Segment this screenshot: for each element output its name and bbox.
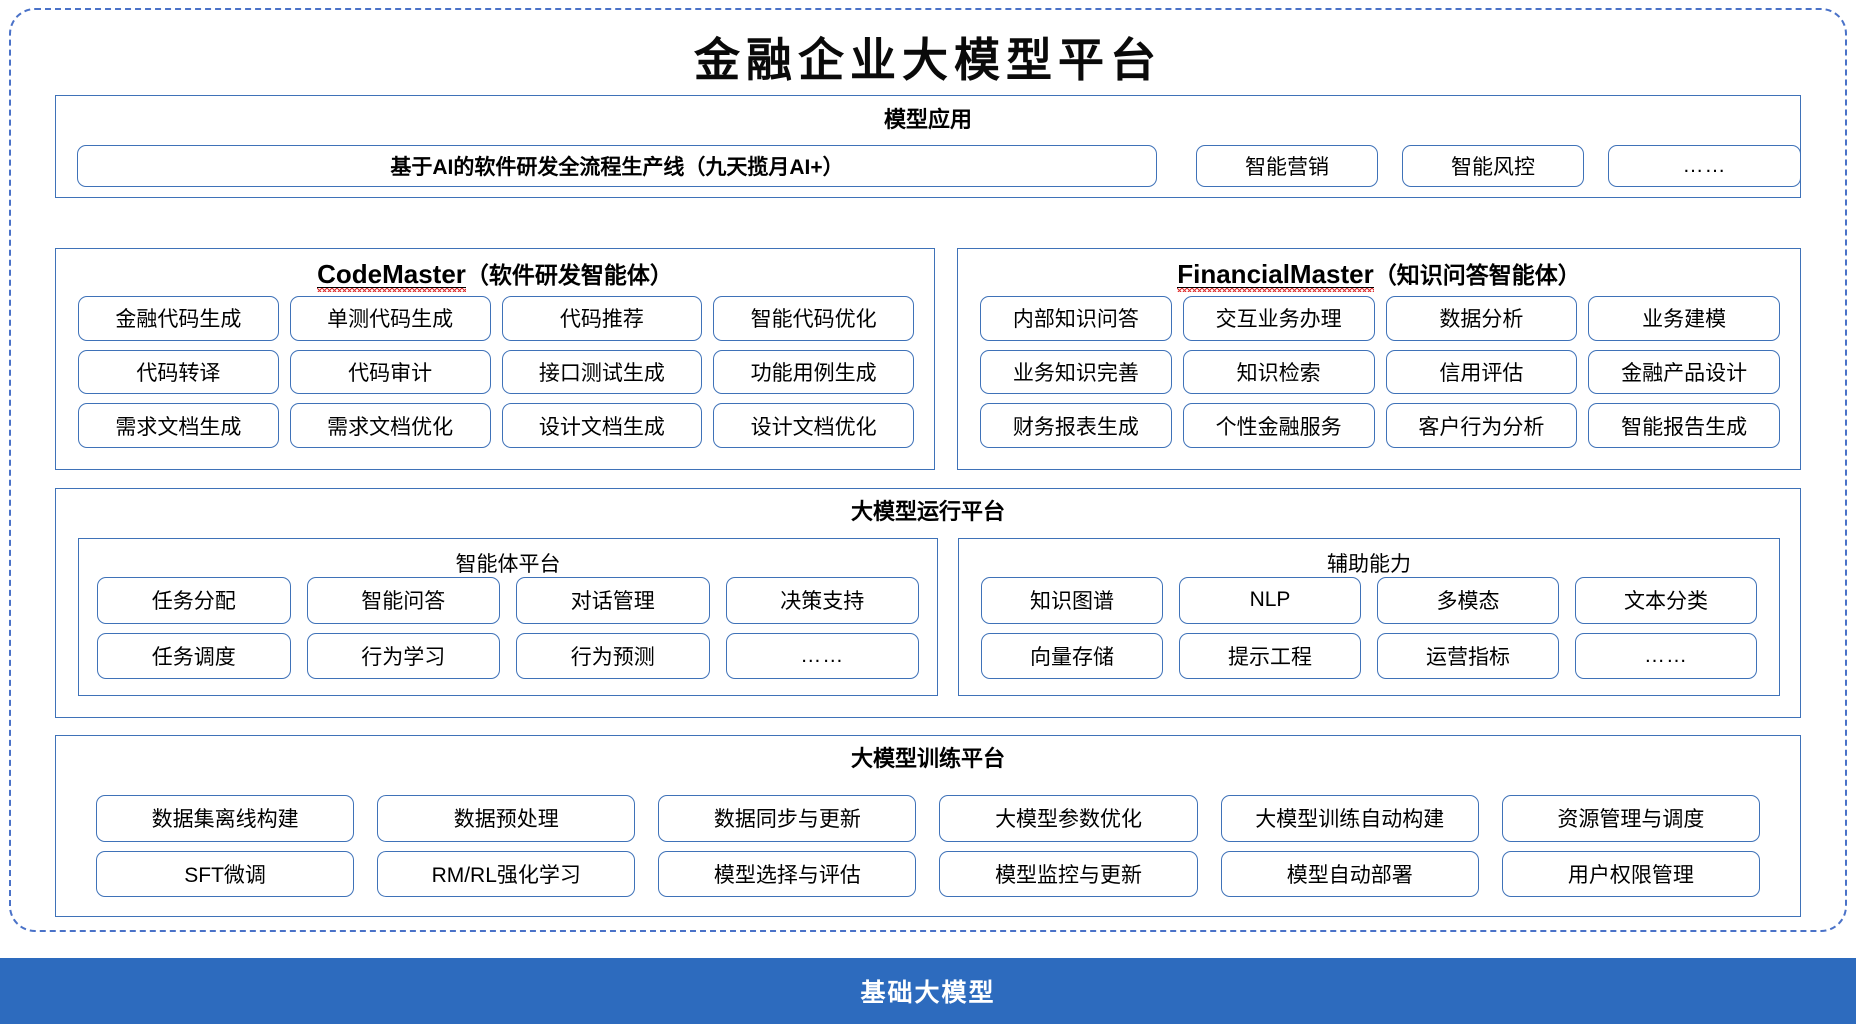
assist-capability-item-4[interactable]: 向量存储 xyxy=(981,632,1163,679)
financial-master-item-8[interactable]: 财务报表生成 xyxy=(980,403,1172,448)
subpanel-assist-capability-title: 辅助能力 xyxy=(1327,553,1411,576)
code-master-item-6[interactable]: 接口测试生成 xyxy=(501,349,703,395)
agent-platform-item-3[interactable]: 决策支持 xyxy=(725,577,919,624)
financial-master-item-6[interactable]: 信用评估 xyxy=(1385,349,1578,395)
code-master-item-5[interactable]: 代码审计 xyxy=(289,349,491,395)
financial-master-name: FinancialMaster xyxy=(1177,259,1374,292)
financial-master-item-5[interactable]: 知识检索 xyxy=(1182,349,1375,395)
code-master-item-4[interactable]: 代码转译 xyxy=(78,349,279,395)
assist-capability-item-1[interactable]: NLP xyxy=(1179,577,1361,624)
code-master-suffix: （软件研发智能体） xyxy=(465,262,673,288)
training-platform-item-grid: 数据集离线构建 数据预处理 数据同步与更新 大模型参数优化 大模型训练自动构建 … xyxy=(96,795,1760,897)
agent-platform-item-1[interactable]: 智能问答 xyxy=(306,577,500,624)
training-platform-item-10[interactable]: 模型自动部署 xyxy=(1220,850,1479,897)
code-master-item-10[interactable]: 设计文档生成 xyxy=(501,403,703,448)
code-master-item-9[interactable]: 需求文档优化 xyxy=(289,403,491,448)
code-master-item-8[interactable]: 需求文档生成 xyxy=(78,403,279,448)
section-financial-master-title: FinancialMaster（知识问答智能体） xyxy=(958,259,1800,292)
training-platform-item-7[interactable]: RM/RL强化学习 xyxy=(377,850,636,897)
agent-platform-item-2[interactable]: 对话管理 xyxy=(516,577,710,624)
assist-capability-item-grid: 知识图谱 NLP 多模态 文本分类 向量存储 提示工程 运营指标 …… xyxy=(981,577,1757,679)
training-platform-item-9[interactable]: 模型监控与更新 xyxy=(939,850,1198,897)
section-code-master-title: CodeMaster（软件研发智能体） xyxy=(56,259,934,292)
code-master-item-2[interactable]: 代码推荐 xyxy=(501,296,703,341)
subpanel-agent-platform-title: 智能体平台 xyxy=(455,553,561,576)
foundation-model-bar: 基础大模型 xyxy=(0,958,1856,1024)
code-master-item-3[interactable]: 智能代码优化 xyxy=(713,296,914,341)
agent-platform-item-7[interactable]: …… xyxy=(725,632,919,679)
training-platform-item-6[interactable]: SFT微调 xyxy=(96,850,355,897)
assist-capability-item-2[interactable]: 多模态 xyxy=(1377,577,1559,624)
agent-platform-item-5[interactable]: 行为学习 xyxy=(306,632,500,679)
assist-capability-item-0[interactable]: 知识图谱 xyxy=(981,577,1163,624)
code-master-item-0[interactable]: 金融代码生成 xyxy=(78,296,279,341)
financial-master-item-grid: 内部知识问答 交互业务办理 数据分析 业务建模 业务知识完善 知识检索 信用评估… xyxy=(980,296,1780,448)
app-item-2[interactable]: …… xyxy=(1608,145,1801,187)
code-master-item-grid: 金融代码生成 单测代码生成 代码推荐 智能代码优化 代码转译 代码审计 接口测试… xyxy=(78,296,914,448)
training-platform-item-2[interactable]: 数据同步与更新 xyxy=(658,795,917,842)
code-master-item-7[interactable]: 功能用例生成 xyxy=(713,349,914,395)
training-platform-item-11[interactable]: 用户权限管理 xyxy=(1501,850,1760,897)
section-training-platform-title: 大模型训练平台 xyxy=(850,746,1005,771)
code-master-name: CodeMaster xyxy=(317,259,466,292)
financial-master-item-11[interactable]: 智能报告生成 xyxy=(1588,403,1780,448)
section-runtime-platform-title: 大模型运行平台 xyxy=(850,499,1005,524)
training-platform-item-1[interactable]: 数据预处理 xyxy=(377,795,636,842)
agent-platform-item-4[interactable]: 任务调度 xyxy=(97,632,291,679)
agent-platform-item-0[interactable]: 任务分配 xyxy=(97,577,291,624)
code-master-item-1[interactable]: 单测代码生成 xyxy=(289,296,491,341)
app-item-0[interactable]: 智能营销 xyxy=(1196,145,1378,187)
code-master-item-11[interactable]: 设计文档优化 xyxy=(713,403,914,448)
app-item-primary[interactable]: 基于AI的软件研发全流程生产线（九天揽月AI+） xyxy=(77,145,1157,187)
financial-master-suffix: （知识问答智能体） xyxy=(1373,262,1581,288)
section-model-application-title: 模型应用 xyxy=(883,107,972,132)
assist-capability-item-3[interactable]: 文本分类 xyxy=(1575,577,1757,624)
training-platform-item-8[interactable]: 模型选择与评估 xyxy=(658,850,917,897)
financial-master-item-1[interactable]: 交互业务办理 xyxy=(1182,296,1375,341)
training-platform-item-3[interactable]: 大模型参数优化 xyxy=(939,795,1198,842)
foundation-model-label: 基础大模型 xyxy=(860,979,996,1007)
financial-master-item-0[interactable]: 内部知识问答 xyxy=(980,296,1172,341)
agent-platform-item-grid: 任务分配 智能问答 对话管理 决策支持 任务调度 行为学习 行为预测 …… xyxy=(97,577,919,679)
financial-master-item-7[interactable]: 金融产品设计 xyxy=(1588,349,1780,395)
page-title: 金融企业大模型平台 xyxy=(694,33,1162,87)
financial-master-item-3[interactable]: 业务建模 xyxy=(1588,296,1780,341)
financial-master-item-9[interactable]: 个性金融服务 xyxy=(1182,403,1375,448)
assist-capability-item-6[interactable]: 运营指标 xyxy=(1377,632,1559,679)
financial-master-item-10[interactable]: 客户行为分析 xyxy=(1385,403,1578,448)
financial-master-item-4[interactable]: 业务知识完善 xyxy=(980,349,1172,395)
agent-platform-item-6[interactable]: 行为预测 xyxy=(516,632,710,679)
assist-capability-item-5[interactable]: 提示工程 xyxy=(1179,632,1361,679)
training-platform-item-4[interactable]: 大模型训练自动构建 xyxy=(1220,795,1479,842)
assist-capability-item-7[interactable]: …… xyxy=(1575,632,1757,679)
financial-master-item-2[interactable]: 数据分析 xyxy=(1385,296,1578,341)
training-platform-item-0[interactable]: 数据集离线构建 xyxy=(96,795,355,842)
app-item-1[interactable]: 智能风控 xyxy=(1402,145,1584,187)
training-platform-item-5[interactable]: 资源管理与调度 xyxy=(1501,795,1760,842)
